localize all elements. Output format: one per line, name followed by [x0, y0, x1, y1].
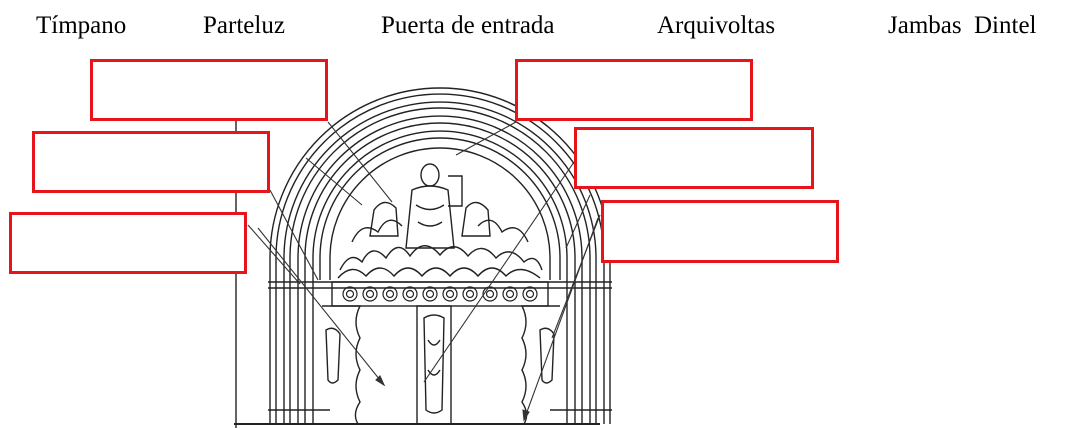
word-puerta-de-entrada[interactable]: Puerta de entrada — [381, 12, 555, 39]
label-box-2[interactable] — [515, 59, 753, 121]
label-box-4[interactable] — [574, 127, 814, 189]
label-box-6[interactable] — [601, 200, 839, 263]
word-timpano[interactable]: Tímpano — [36, 12, 127, 39]
label-box-5[interactable] — [9, 212, 247, 274]
label-box-3[interactable] — [32, 131, 270, 193]
label-box-1[interactable] — [90, 59, 328, 121]
word-arquivoltas[interactable]: Arquivoltas — [657, 12, 776, 39]
word-parteluz[interactable]: Parteluz — [203, 12, 285, 39]
word-jambas[interactable]: Jambas — [888, 12, 962, 39]
word-dintel[interactable]: Dintel — [974, 12, 1037, 39]
